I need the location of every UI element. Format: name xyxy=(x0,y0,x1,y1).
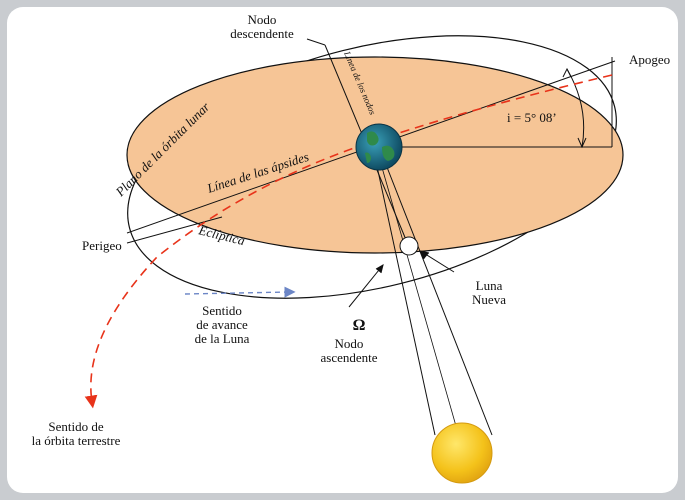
label-inclination: i = 5° 08’ xyxy=(507,110,557,125)
orbit-diagram: Línea de los nodos Plano de la órbita lu… xyxy=(84,35,624,484)
sun xyxy=(431,422,493,484)
label-moon-direction: Sentido de avance de la Luna xyxy=(177,304,267,346)
desc-node-pointer xyxy=(306,38,326,46)
label-moon-direction-line1: Sentido xyxy=(202,303,242,318)
label-moon-direction-line2: de avance xyxy=(196,317,248,332)
label-apogee: Apogeo xyxy=(629,52,671,67)
node-asc-pointer xyxy=(348,264,384,308)
label-earth-orbit-direction: Sentido de la órbita terrestre xyxy=(21,420,131,448)
label-new-moon-line2: Nueva xyxy=(472,292,506,307)
label-desc-node: Nodo descendente xyxy=(217,13,307,41)
label-earth-orbit-line2: la órbita terrestre xyxy=(31,433,121,448)
earth-orbit-direction xyxy=(84,74,613,409)
label-new-moon-line1: Luna xyxy=(475,278,503,293)
sun-ray-left xyxy=(374,156,436,436)
omega-symbol: Ω xyxy=(352,317,366,334)
new-moon-pointer xyxy=(421,251,455,273)
label-moon-direction-line3: de la Luna xyxy=(194,331,250,346)
ecliptic-ellipse xyxy=(127,35,617,299)
label-earth-orbit-line1: Sentido de xyxy=(48,419,104,434)
label-desc-node-line2: descendente xyxy=(230,26,294,41)
label-desc-node-line1: Nodo xyxy=(247,12,277,27)
diagram-panel: Línea de los nodos Plano de la órbita lu… xyxy=(7,7,678,493)
label-new-moon: Luna Nueva xyxy=(459,279,519,307)
new-moon xyxy=(399,236,419,256)
label-asc-node-line1: Nodo xyxy=(334,336,364,351)
sun-ray-right xyxy=(382,156,493,436)
moon-direction-arrow xyxy=(184,286,296,298)
perigee-line xyxy=(126,216,223,244)
label-perigee: Perigeo xyxy=(82,238,122,253)
earth-globe xyxy=(355,123,403,171)
label-asc-node-line2: ascendente xyxy=(320,350,378,365)
sun-ray-mid xyxy=(378,156,463,448)
label-asc-node: Nodo ascendente xyxy=(309,337,389,365)
